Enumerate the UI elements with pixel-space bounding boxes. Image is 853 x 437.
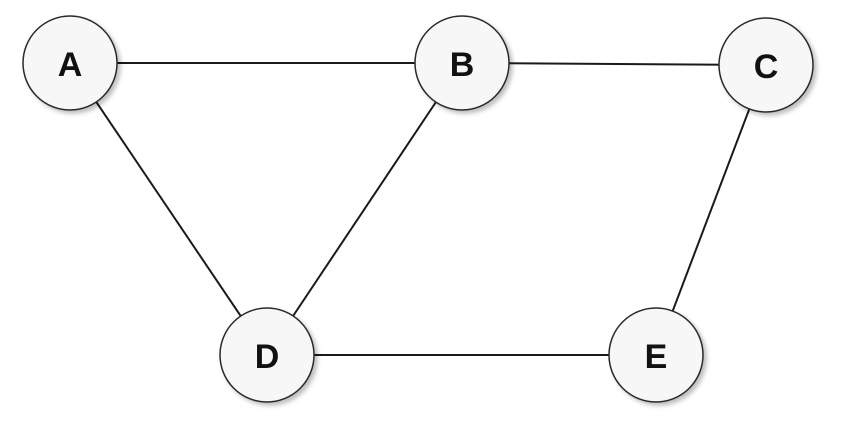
node-c-circle — [718, 17, 814, 113]
node-d-label: D — [255, 338, 280, 376]
nodes-layer: A B C D E — [22, 15, 814, 403]
edges-layer — [69, 62, 767, 356]
node-a-circle — [22, 15, 118, 111]
node-e[interactable]: E — [608, 307, 704, 403]
node-a[interactable]: A — [22, 15, 118, 111]
edge-b-c — [461, 62, 767, 66]
node-d[interactable]: D — [219, 307, 315, 403]
node-b-label: B — [450, 46, 475, 84]
edge-a-d — [69, 62, 268, 356]
edge-c-e — [655, 64, 767, 356]
node-e-label: E — [645, 338, 668, 376]
node-c[interactable]: C — [718, 17, 814, 113]
node-b-circle — [414, 15, 510, 111]
edge-b-d — [266, 62, 463, 356]
node-d-circle — [219, 307, 315, 403]
node-b[interactable]: B — [414, 15, 510, 111]
node-c-label: C — [754, 48, 779, 86]
node-a-label: A — [58, 46, 83, 84]
node-e-circle — [608, 307, 704, 403]
